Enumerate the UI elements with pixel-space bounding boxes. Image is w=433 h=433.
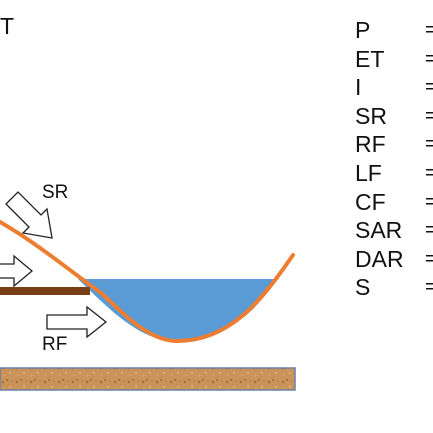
- legend-abbr: LF: [355, 159, 382, 186]
- legend-item: SR =: [355, 102, 433, 131]
- legend-equals: =: [425, 76, 433, 99]
- legend-item: I =: [355, 73, 433, 102]
- sr-label: SR: [42, 182, 68, 203]
- legend-item: CF =: [355, 188, 433, 217]
- legend-abbr: SAR: [355, 217, 403, 244]
- legend-item: ET =: [355, 45, 433, 74]
- legend-equals: =: [425, 161, 433, 184]
- legend-equals: =: [425, 219, 433, 242]
- legend: P = ET = I = SR = RF = LF = CF = SAR = D…: [355, 16, 433, 302]
- legend-abbr: P: [355, 17, 371, 43]
- legend-abbr: CF: [355, 188, 386, 215]
- legend-item: DAR =: [355, 245, 433, 274]
- legend-equals: =: [425, 276, 433, 299]
- rf-label: RF: [42, 334, 67, 355]
- legend-item: RF =: [355, 130, 433, 159]
- legend-item: P =: [355, 16, 433, 45]
- rf-arrow-icon: [46, 305, 108, 339]
- legend-equals: =: [425, 47, 433, 70]
- legend-equals: =: [425, 19, 433, 41]
- sr-arrow-shape: [5, 191, 53, 239]
- soil-layer-line: [0, 287, 90, 295]
- top-left-label-fragment: T: [0, 13, 14, 39]
- legend-equals: =: [425, 190, 433, 213]
- legend-item: S =: [355, 273, 433, 302]
- bedrock-strip: [0, 367, 296, 391]
- lf-arrow-fragment-icon: [0, 254, 34, 288]
- legend-equals: =: [425, 247, 433, 270]
- water-pond: [78, 279, 275, 341]
- legend-abbr: RF: [355, 131, 386, 158]
- legend-abbr: S: [355, 274, 371, 301]
- legend-abbr: SR: [355, 102, 387, 129]
- legend-equals: =: [425, 133, 433, 156]
- ground-surface-line: [0, 220, 295, 344]
- legend-item: SAR =: [355, 216, 433, 245]
- legend-abbr: DAR: [355, 245, 404, 272]
- legend-abbr: ET: [355, 45, 385, 72]
- legend-equals: =: [425, 104, 433, 127]
- legend-abbr: I: [355, 74, 362, 101]
- legend-item: LF =: [355, 159, 433, 188]
